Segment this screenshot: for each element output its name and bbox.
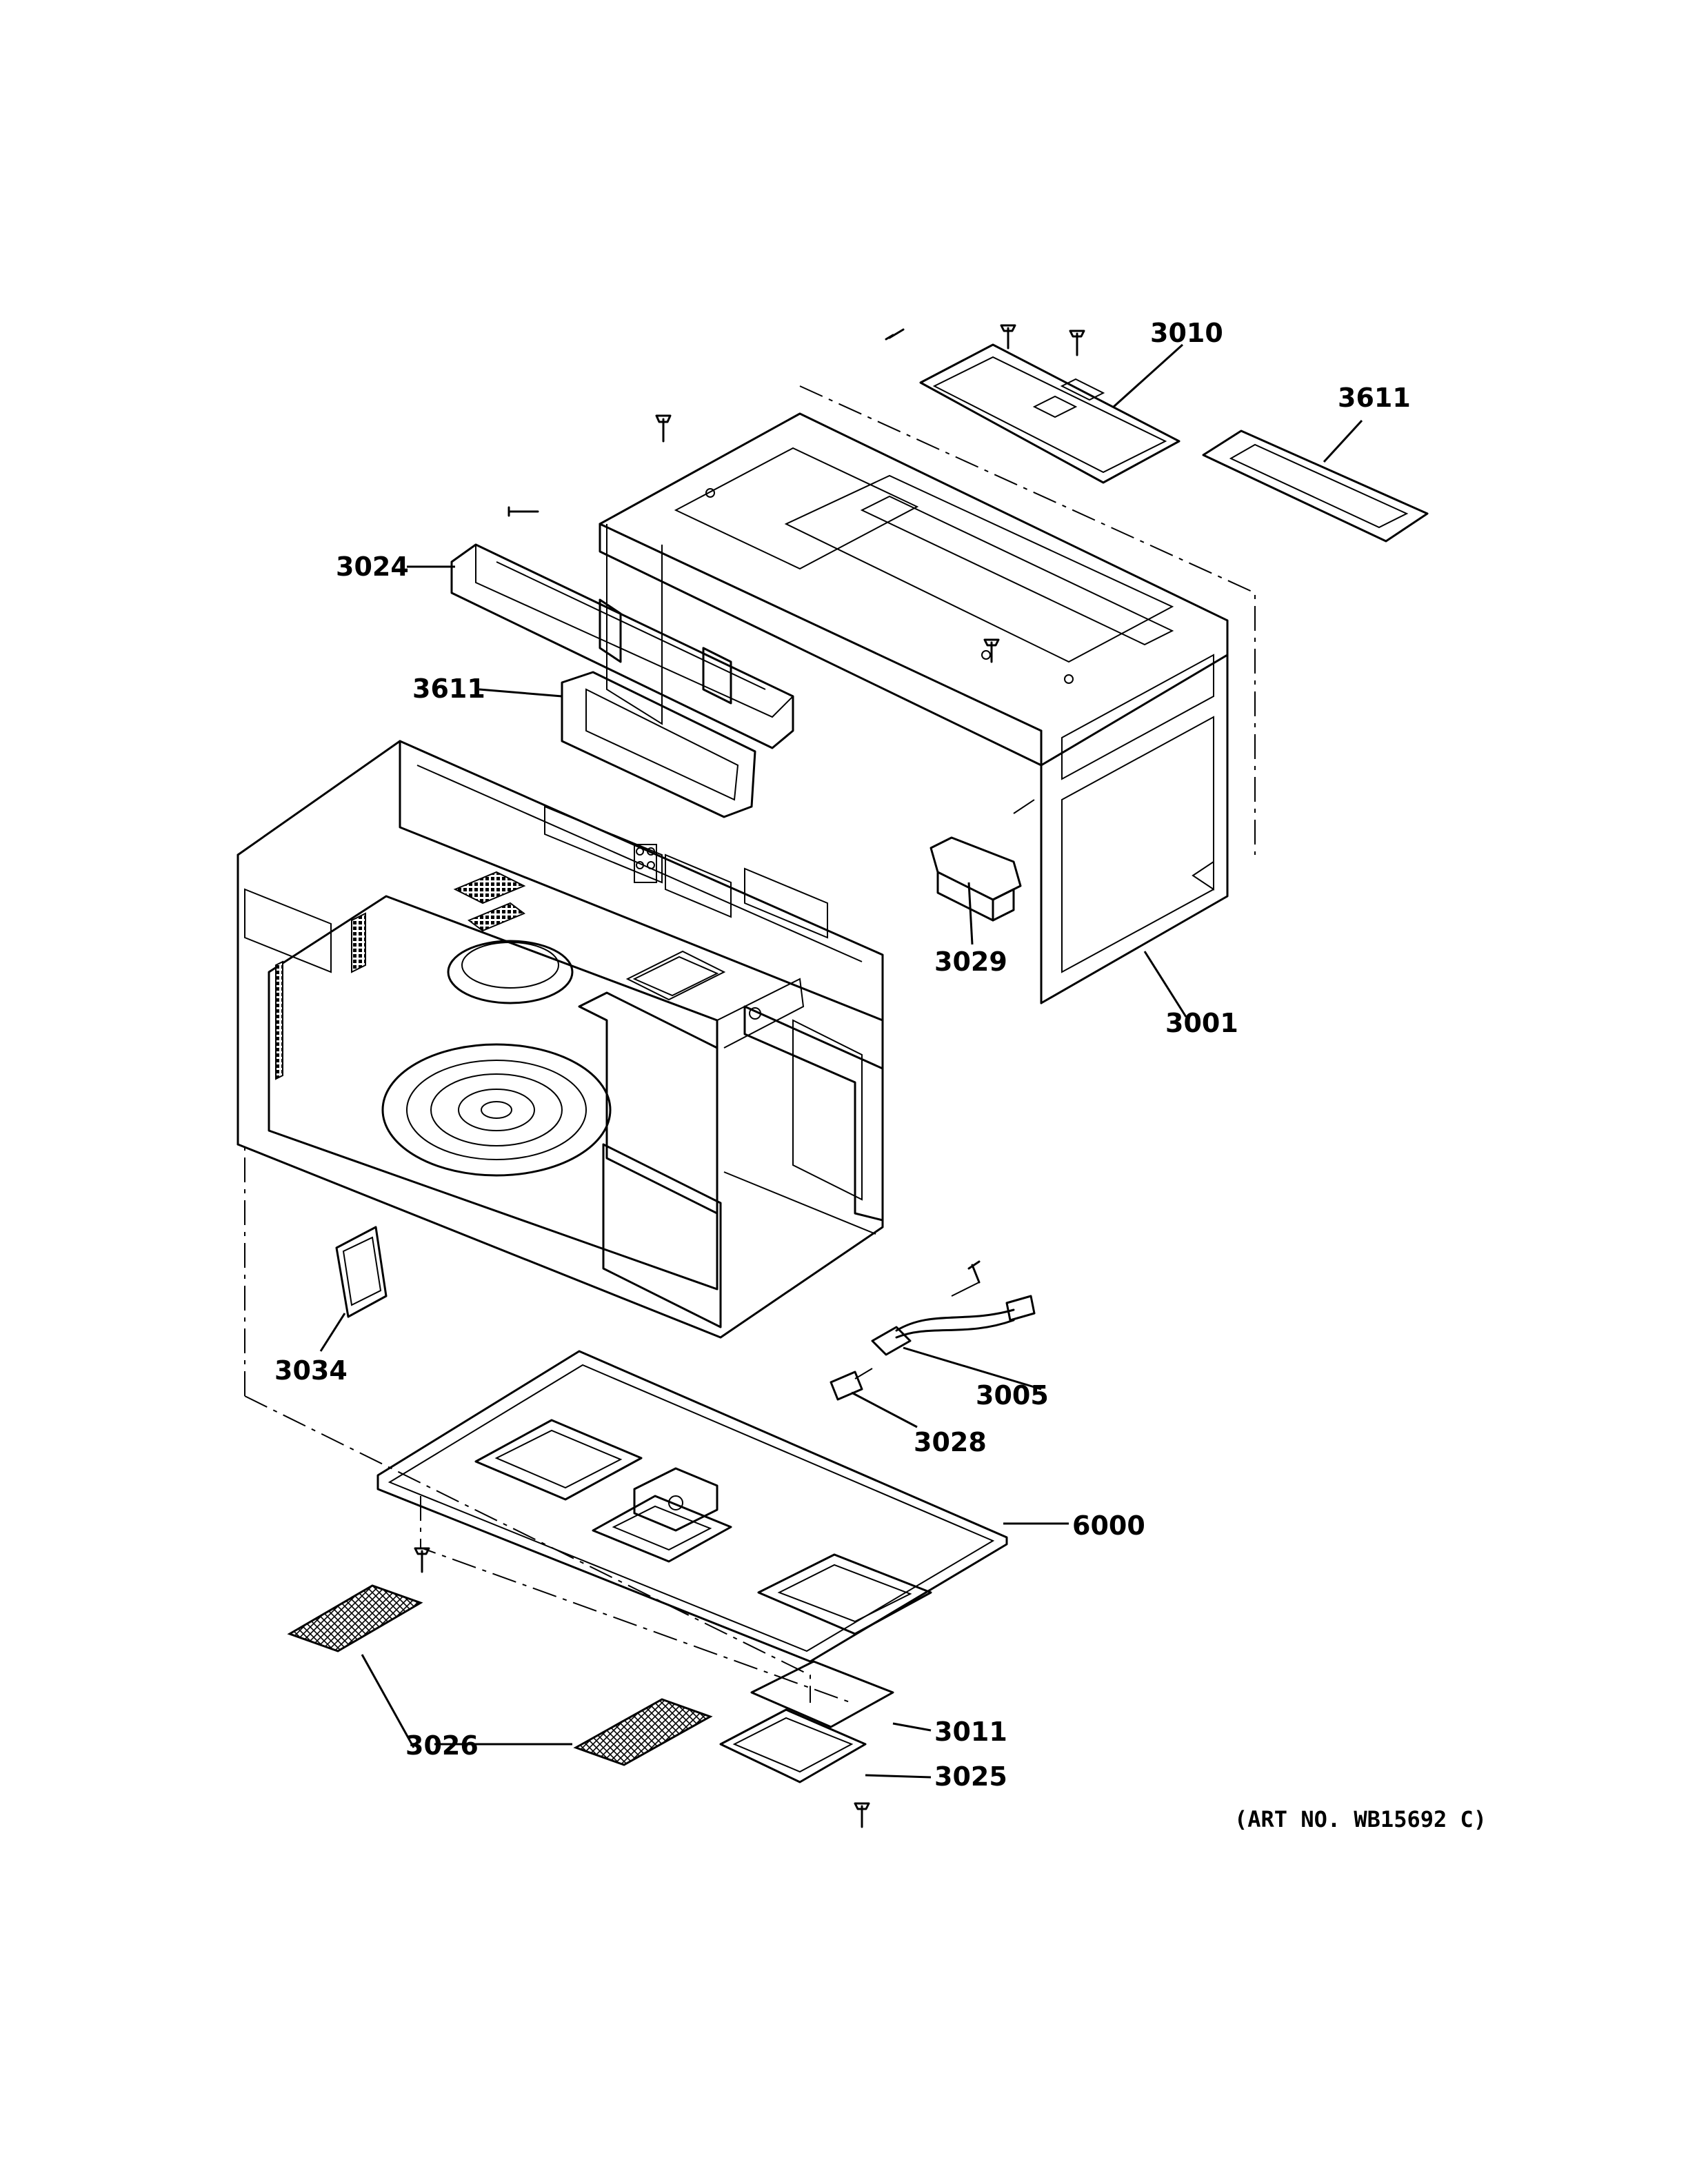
callout-3026: 3026 bbox=[405, 1730, 479, 1761]
leader-lines bbox=[319, 343, 1363, 1779]
filter-frame-part bbox=[561, 671, 756, 818]
callout-3034: 3034 bbox=[274, 1355, 348, 1386]
light-cover-part bbox=[719, 1708, 867, 1783]
outer-case-part bbox=[599, 385, 1256, 1004]
thermistor-part bbox=[830, 1368, 873, 1401]
art-number: (ART NO. WB15692 C) bbox=[1234, 1806, 1487, 1832]
grease-filter-part bbox=[287, 1584, 713, 1766]
switch-part bbox=[871, 1260, 1036, 1356]
top-cover-plate-part bbox=[919, 343, 1180, 484]
vent-grille-part bbox=[450, 543, 794, 749]
light-lens-part bbox=[750, 1660, 894, 1728]
callout-3611-top: 3611 bbox=[1338, 383, 1411, 413]
screw-icon bbox=[414, 1547, 870, 1828]
callout-3028: 3028 bbox=[914, 1427, 987, 1457]
base-plate-part bbox=[244, 1148, 1008, 1703]
callout-3011: 3011 bbox=[934, 1717, 1007, 1747]
callout-3024: 3024 bbox=[336, 552, 409, 582]
top-filter-plate-part bbox=[1202, 429, 1429, 543]
bracket-part bbox=[930, 836, 1022, 922]
callout-3025: 3025 bbox=[934, 1761, 1007, 1792]
screw-icon bbox=[508, 324, 1085, 663]
callout-3029: 3029 bbox=[934, 947, 1007, 977]
inner-cavity-part bbox=[237, 740, 884, 1339]
callout-6000: 6000 bbox=[1072, 1510, 1145, 1541]
callout-3005: 3005 bbox=[976, 1380, 1049, 1410]
callout-3001: 3001 bbox=[1165, 1008, 1238, 1038]
access-cover-part bbox=[335, 1226, 388, 1318]
callout-3611-left: 3611 bbox=[412, 674, 485, 704]
callout-3010: 3010 bbox=[1150, 318, 1223, 348]
